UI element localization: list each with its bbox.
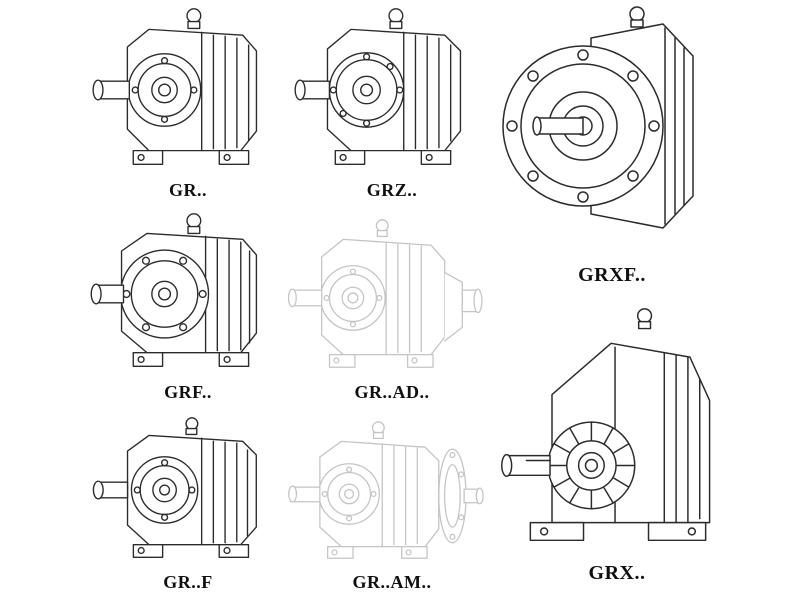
gearbox-drawing-grx: [500, 308, 710, 542]
model-cell-grad: GR..AD..: [286, 212, 498, 410]
gearbox-drawing-grff: [92, 417, 257, 559]
model-label-grad: GR..AD..: [354, 382, 430, 402]
model-cell-gram: GR..AM..: [286, 416, 498, 598]
model-cell-grxf: GRXF..: [492, 0, 732, 298]
gearbox-drawing-gram: [288, 421, 484, 559]
model-label-grxf: GRXF..: [578, 264, 646, 286]
model-cell-grz: GRZ..: [292, 2, 492, 208]
gearbox-drawing-gr: [92, 8, 258, 165]
model-cell-grf: GRF..: [88, 208, 288, 408]
model-label-grf: GRF..: [164, 382, 212, 402]
model-label-grx: GRX..: [588, 562, 646, 584]
model-label-grff: GR..F: [163, 572, 213, 592]
model-cell-gr: GR..: [88, 2, 288, 208]
gearbox-drawing-grz: [294, 8, 462, 165]
gearbox-drawing-grad: [288, 219, 483, 368]
model-label-grz: GRZ..: [366, 180, 418, 200]
gearbox-drawing-grxf: [501, 6, 694, 229]
gearbox-drawing-grf: [90, 213, 258, 368]
model-cell-grff: GR..F: [88, 412, 288, 598]
model-label-gr: GR..: [169, 180, 207, 200]
model-label-gram: GR..AM..: [352, 572, 432, 592]
model-cell-grx: GRX..: [492, 300, 742, 596]
